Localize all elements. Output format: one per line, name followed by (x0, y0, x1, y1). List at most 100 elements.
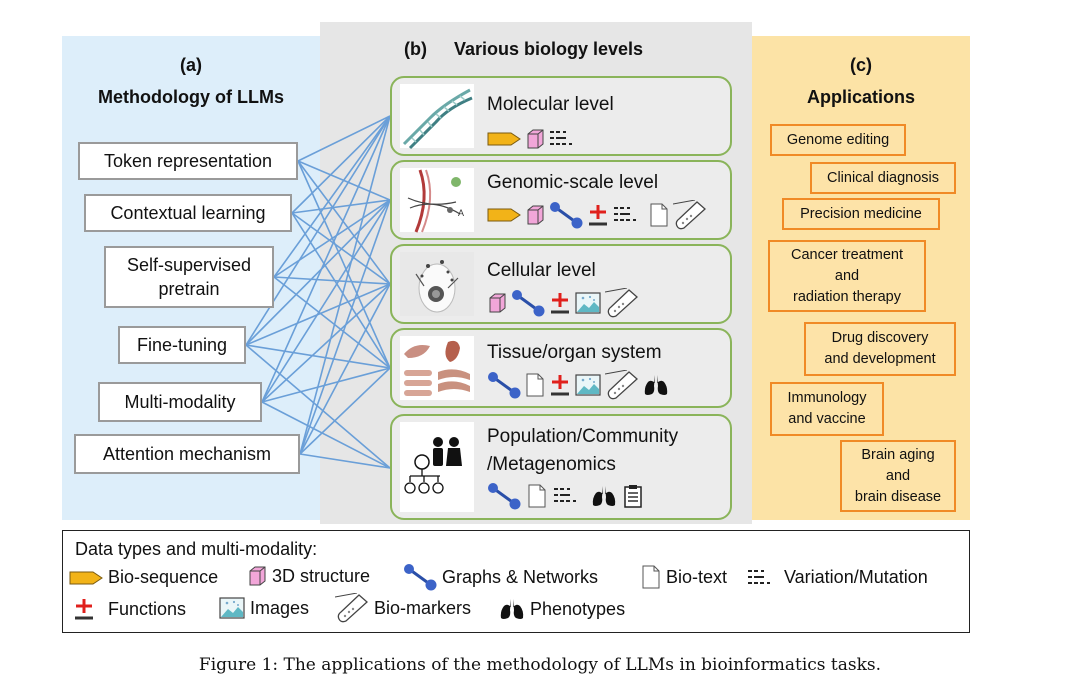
level-name-continued: /Metagenomics (487, 454, 616, 475)
graphs-networks-icon (403, 563, 437, 591)
level-name: Population/Community (487, 426, 679, 447)
thumb-label: A (458, 208, 464, 218)
app-clinical-diagnosis: Clinical diagnosis (810, 162, 956, 194)
connector-line (299, 453, 391, 469)
legend-label: Phenotypes (530, 598, 626, 619)
bio-markers-icon (673, 200, 707, 230)
level-name: Molecular level (487, 94, 614, 115)
app-immunology: Immunology and vaccine (770, 382, 884, 436)
connector-line (299, 115, 391, 455)
graphs-networks-icon (511, 289, 545, 317)
level-population-community: Population/Community /Metagenomics (390, 414, 732, 520)
data-type-icons (487, 370, 669, 400)
functions-icon (587, 203, 609, 227)
connector-line (299, 199, 391, 455)
method-label: Fine-tuning (136, 335, 228, 355)
tissue-thumbnail (400, 336, 474, 400)
data-type-icons (487, 288, 639, 318)
dna-icon (402, 88, 473, 150)
legend-label: Graphs & Networks (442, 566, 599, 587)
legend-bio-markers: Bio-markers (335, 593, 471, 623)
connector-line (245, 344, 391, 369)
clipboard-icon (623, 484, 643, 508)
chromosome-icon: A (407, 169, 464, 233)
3d-structure-icon (525, 204, 545, 226)
method-contextual-learning: Contextual learning (84, 194, 292, 232)
3d-structure-icon (487, 292, 507, 314)
level-cellular: Cellular level (390, 244, 732, 324)
app-label: Precision medicine (800, 205, 922, 222)
app-brain-aging: Brain aging and brain disease (840, 440, 956, 512)
method-label: Contextual learning (110, 203, 266, 223)
app-label: Drug discovery (831, 330, 929, 346)
connector-line (297, 160, 391, 285)
legend-phenotypes: Phenotypes (499, 597, 625, 621)
panel-b-label: (b) (404, 39, 427, 59)
functions-icon (73, 597, 95, 621)
connector-line (299, 367, 391, 455)
legend-3d-structure: 3D structure (247, 565, 370, 587)
connector-line (273, 276, 391, 369)
bio-sequence-icon (69, 570, 103, 586)
app-label: brain disease (854, 488, 942, 505)
3d-structure-icon (525, 128, 545, 150)
variation-mutation-icon (549, 129, 581, 149)
bio-markers-icon (335, 593, 369, 623)
connector-line (245, 344, 391, 469)
legend-label: Images (250, 597, 310, 618)
images-icon (219, 597, 245, 619)
data-type-icons (487, 200, 707, 230)
panel-a-title: Methodology of LLMs (98, 87, 284, 107)
app-cancer-treatment: Cancer treatment and radiation therapy (768, 240, 926, 312)
panel-c-title: Applications (806, 87, 915, 107)
app-drug-discovery: Drug discovery and development (804, 322, 956, 376)
legend-label: Variation/Mutation (784, 567, 928, 587)
connector-line (261, 401, 391, 469)
panel-a-label: (a) (180, 55, 202, 75)
bio-sequence-icon (487, 207, 521, 223)
connector-line (245, 199, 391, 346)
connector-line (291, 199, 391, 214)
legend-bio-text: Bio-text (641, 565, 727, 589)
connector-line (297, 115, 391, 162)
app-label: radiation therapy (792, 288, 901, 305)
phenotypes-icon (499, 597, 525, 621)
connector-line (273, 199, 391, 278)
app-label: Genome editing (786, 131, 890, 148)
connector-line (261, 367, 391, 403)
bio-text-icon (525, 373, 545, 397)
legend-graphs-networks: Graphs & Networks (403, 563, 598, 591)
graphs-networks-icon (487, 482, 521, 510)
app-genome-editing: Genome editing (770, 124, 906, 156)
legend-label: Functions (108, 598, 187, 619)
app-precision-medicine: Precision medicine (782, 198, 940, 230)
variation-mutation-icon (613, 205, 645, 225)
legend-functions: Functions (73, 597, 186, 621)
bio-text-icon (527, 484, 547, 508)
data-type-icons (487, 482, 643, 510)
legend-label: 3D structure (272, 565, 371, 586)
population-thumbnail (400, 422, 474, 512)
app-label: Clinical diagnosis (826, 169, 940, 186)
method-label: Self-supervised pretrain (126, 255, 252, 299)
bio-text-icon (641, 565, 661, 589)
app-label: and (834, 267, 860, 284)
connector-line (299, 283, 391, 455)
legend-label: Bio-sequence (108, 567, 219, 587)
legend-variation-mutation: Variation/Mutation (747, 567, 928, 588)
functions-icon (549, 291, 571, 315)
level-tissue-organ: Tissue/organ system (390, 328, 732, 408)
variation-mutation-icon (747, 568, 779, 588)
graphs-networks-icon (549, 201, 583, 229)
method-multi-modality: Multi-modality (98, 382, 262, 422)
level-molecular: Molecular level (390, 76, 732, 156)
method-label: Token representation (103, 151, 273, 171)
bio-text-icon (649, 203, 669, 227)
legend-label: Bio-text (666, 566, 728, 587)
level-name: Cellular level (487, 260, 596, 281)
connector-line (261, 199, 391, 403)
phenotypes-icon (591, 484, 617, 508)
bio-markers-icon (605, 288, 639, 318)
app-label: and development (824, 351, 936, 367)
legend-title: Data types and multi-modality: (75, 539, 318, 559)
